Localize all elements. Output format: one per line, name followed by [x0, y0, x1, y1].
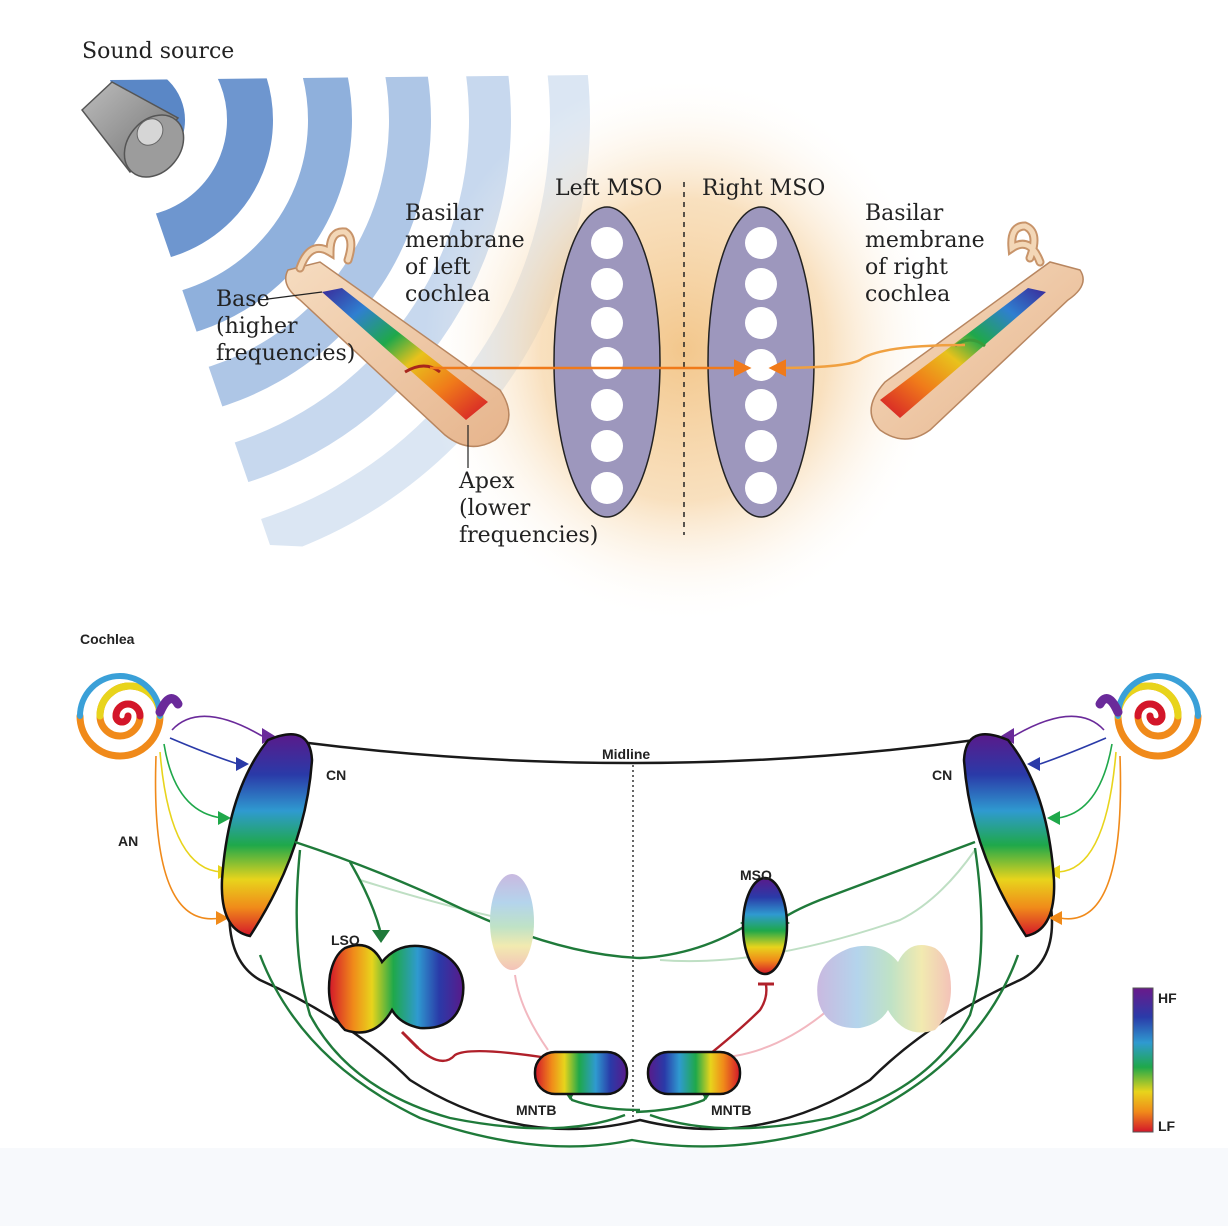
- mntb-left-label: MNTB: [516, 1102, 556, 1118]
- svg-text:Base: Base: [216, 287, 270, 312]
- svg-text:(lower: (lower: [459, 496, 531, 521]
- svg-text:Apex: Apex: [458, 469, 515, 494]
- left-auditory-nerve-fibers: [154, 715, 263, 920]
- right-mso-nucleus: [741, 876, 789, 976]
- svg-text:cochlea: cochlea: [405, 282, 490, 307]
- left-lso-nucleus: [327, 943, 465, 1034]
- apex-label: Apex (lower frequencies): [458, 425, 598, 548]
- svg-text:membrane: membrane: [865, 228, 985, 253]
- mso-label: MSO: [740, 867, 772, 883]
- base-label: Base (higher frequencies): [216, 287, 355, 366]
- left-mso-label: Left MSO: [555, 176, 662, 201]
- svg-text:(higher: (higher: [216, 314, 298, 339]
- cn-left-label: CN: [326, 767, 346, 783]
- left-cochlea-spiral-icon: [76, 673, 183, 760]
- cn-right-label: CN: [932, 767, 952, 783]
- svg-text:cochlea: cochlea: [865, 282, 950, 307]
- right-cochlear-nucleus: [962, 732, 1056, 938]
- speaker-icon: [80, 81, 185, 178]
- inhibitory-pathways: [409, 984, 768, 1063]
- svg-text:of left: of left: [405, 255, 471, 280]
- brainstem-outline: [228, 738, 1054, 1131]
- left-basilar-membrane: [322, 288, 488, 420]
- svg-text:Basilar: Basilar: [865, 201, 944, 226]
- midline-label: Midline: [602, 746, 650, 762]
- scale-low-label: LF: [1158, 1118, 1176, 1134]
- left-cochlea: [285, 227, 510, 448]
- right-mso-label: Right MSO: [702, 176, 825, 201]
- footer-strip: [0, 1148, 1228, 1226]
- an-label: AN: [118, 833, 138, 849]
- left-mso-faded: [490, 874, 534, 970]
- right-basilar-membrane: [880, 288, 1046, 418]
- bottom-panel: Cochlea Midline: [76, 631, 1202, 1148]
- right-lso-faded: [817, 945, 951, 1033]
- cochlea-label: Cochlea: [80, 631, 135, 647]
- left-cochlear-nucleus: [220, 732, 314, 938]
- left-membrane-label: Basilar membrane of left cochlea: [405, 201, 525, 307]
- lso-label: LSO: [331, 932, 360, 948]
- svg-text:Basilar: Basilar: [405, 201, 484, 226]
- top-panel: Sound source Left MSO Right MSO: [80, 39, 1084, 625]
- svg-text:frequencies): frequencies): [216, 341, 355, 366]
- inhibitory-terminals: [400, 982, 774, 1050]
- right-cochlea-spiral-icon: [1095, 673, 1202, 760]
- right-input-arrow: [768, 343, 966, 377]
- sound-source-label: Sound source: [82, 39, 234, 64]
- right-auditory-nerve-fibers: [1013, 715, 1122, 920]
- svg-text:frequencies): frequencies): [459, 523, 598, 548]
- right-cochlea: [870, 221, 1084, 440]
- right-an-terminals: [1001, 728, 1062, 925]
- right-mso: [707, 206, 815, 518]
- svg-text:membrane: membrane: [405, 228, 525, 253]
- scale-high-label: HF: [1158, 990, 1177, 1006]
- frequency-scale: HF LF: [1132, 987, 1177, 1134]
- svg-text:of right: of right: [865, 255, 948, 280]
- right-mntb-nucleus: [646, 1050, 742, 1096]
- brainstem-glow: [424, 75, 944, 625]
- right-membrane-label: Basilar membrane of right cochlea: [865, 201, 985, 307]
- mntb-right-label: MNTB: [711, 1102, 751, 1118]
- left-mso: [553, 206, 661, 518]
- left-mntb-nucleus: [533, 1050, 629, 1096]
